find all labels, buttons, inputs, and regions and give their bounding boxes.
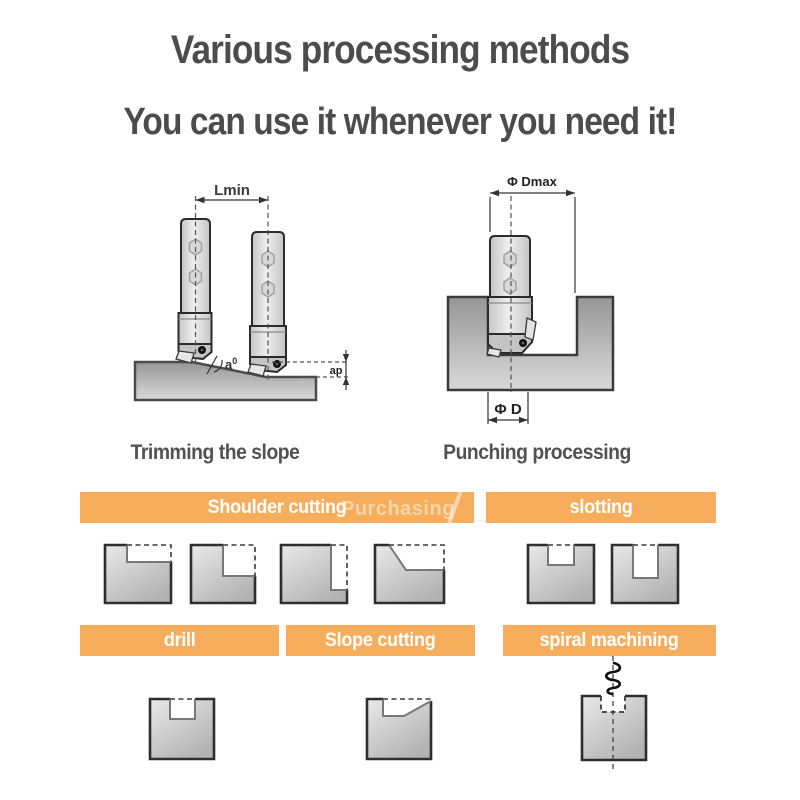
banner-slotting: slotting [486,492,716,523]
banner-label: Shoulder cutting [207,496,347,518]
dimension-dmax: Φ Dmax [489,174,576,293]
banner-slope-cutting: Slope cutting [286,625,475,656]
subtitle: You can use it whenever you need it! [123,101,677,143]
d-label: Φ D [494,401,521,418]
profile-slope-cutting [365,697,433,761]
cutting-insert [524,317,537,341]
profile-slot-deep [610,543,680,605]
dimension-angle: a0 [206,355,237,375]
diagram-punching: Φ Dmax Φ D [446,174,615,424]
profile-shoulder-step2 [189,543,257,605]
cutting-insert [486,347,502,358]
profile-slot-shallow [526,543,596,605]
banner-shoulder-cutting: Shoulder cutting [80,492,474,523]
diagram-trimming-slope: Lmin a0 ap [133,182,350,402]
watermark-text: Purchasing [341,498,455,520]
banner-spiral-machining: spiral machining [503,625,716,656]
profile-drill [148,697,216,761]
banner-label: spiral machining [540,629,679,651]
ap-label: ap [330,365,343,377]
hex-socket-icon [503,277,517,295]
lmin-label: Lmin [214,182,250,199]
banner-drill: drill [80,625,279,656]
cutting-insert [247,363,267,377]
profile-shoulder-step1 [103,543,173,605]
dmax-label: Φ Dmax [507,174,557,189]
caption-punching: Punching processing [443,441,631,464]
milling-cutter-left [175,218,213,364]
banner-label: Slope cutting [325,629,436,651]
cutting-insert [175,350,195,364]
dimension-ap: ap [272,350,350,390]
banner-label: drill [163,629,196,651]
milling-cutter-right [247,231,287,377]
angle-label: a0 [225,356,237,372]
spiral-icon [605,661,622,696]
dimension-lmin: Lmin [195,182,268,204]
profile-spiral-machining [580,656,648,770]
milling-cutter-plunging [486,235,537,358]
banner-label: slotting [569,496,633,518]
dimension-d: Φ D [487,392,529,424]
hex-socket-icon [503,250,517,268]
profile-shoulder-slope [373,543,446,605]
caption-trimming-slope: Trimming the slope [130,441,300,464]
profile-shoulder-deep [279,543,349,605]
main-title: Various processing methods [170,28,630,72]
